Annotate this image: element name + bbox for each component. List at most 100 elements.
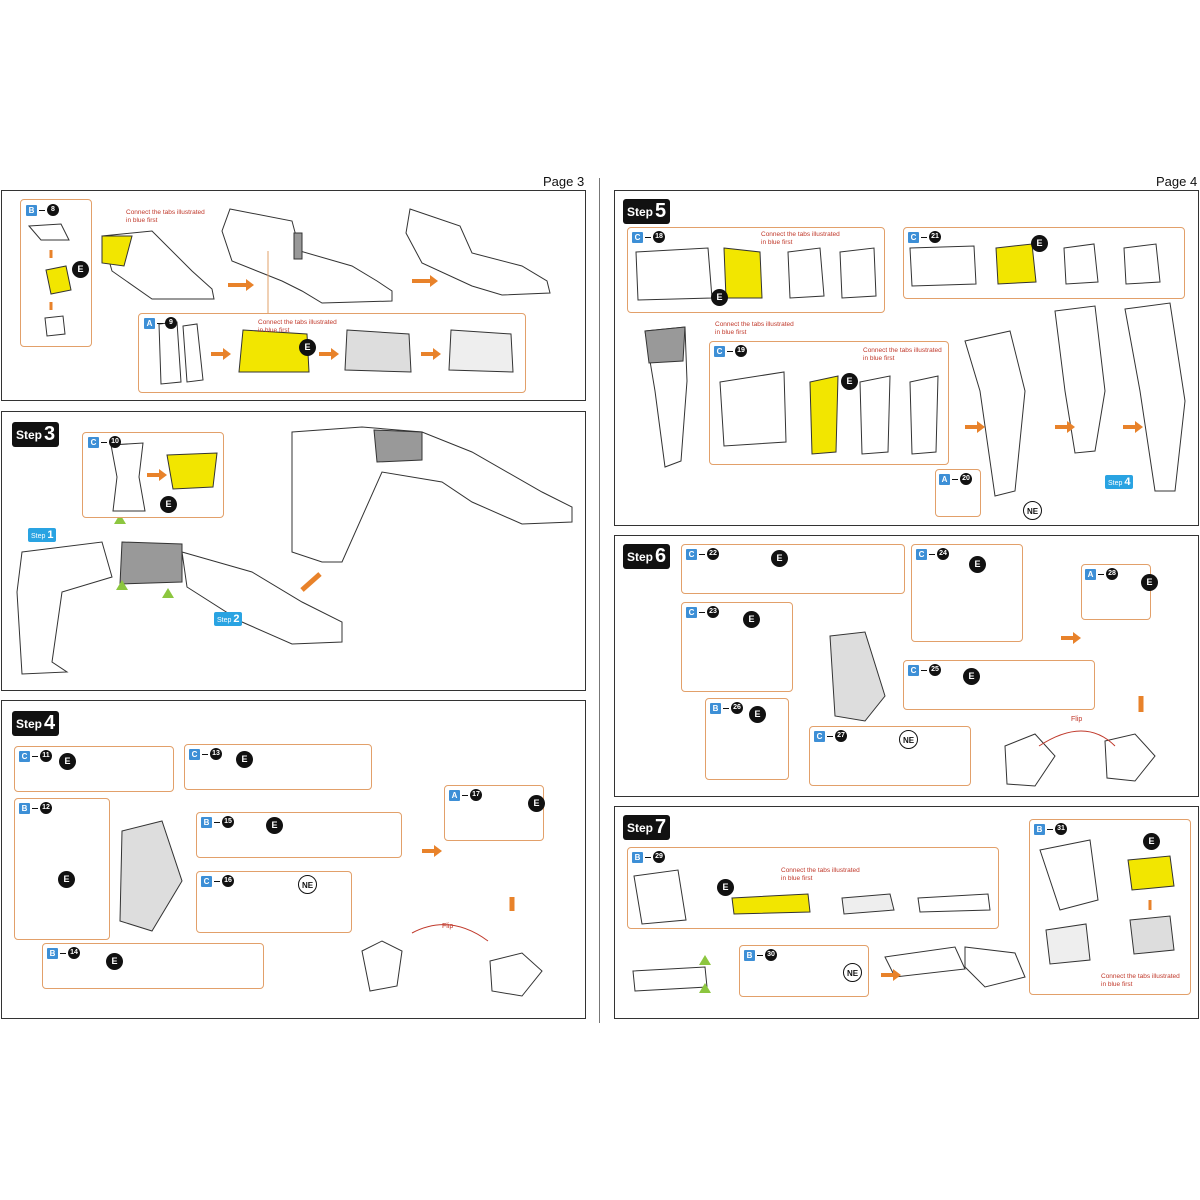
glue-e-badge: E <box>743 611 760 628</box>
sheet-letter: B <box>632 851 643 863</box>
left-hand-illustration <box>119 820 543 997</box>
part-tag-24: C 24 <box>916 548 949 560</box>
glue-e-badge: E <box>841 373 858 390</box>
part-number: 23 <box>707 606 719 618</box>
sheet-letter: B <box>744 949 755 961</box>
glue-e-badge: E <box>528 795 545 812</box>
glue-e-badge: E <box>963 668 980 685</box>
part-number: 11 <box>40 750 52 762</box>
no-glue-ne-badge: NE <box>843 963 862 982</box>
part-number: 9 <box>165 317 177 329</box>
glue-e-badge: E <box>969 556 986 573</box>
glue-e-badge: E <box>236 751 253 768</box>
part-tag-23: C 23 <box>686 606 719 618</box>
step-ref-number: 4 <box>1124 476 1131 488</box>
glue-e-badge: E <box>1143 833 1160 850</box>
sheet-letter: C <box>714 345 725 357</box>
leg-illustration <box>101 208 551 313</box>
glue-e-badge: E <box>299 339 316 356</box>
glue-e-badge: E <box>58 871 75 888</box>
step-number: 5 <box>655 200 667 222</box>
glue-e-badge: E <box>711 289 728 306</box>
connect-tabs-note: Connect the tabs illustrated in blue fir… <box>126 209 205 224</box>
glue-e-badge: E <box>106 953 123 970</box>
sheet-letter: C <box>632 231 643 243</box>
connect-tabs-note: Connect the tabs illustrated in blue fir… <box>761 231 840 246</box>
sheet-letter: B <box>47 947 58 959</box>
part-number: 20 <box>960 473 972 485</box>
sheet-letter: C <box>916 548 927 560</box>
part-number: 16 <box>222 875 234 887</box>
connect-tabs-note: Connect the tabs illustrated in blue fir… <box>781 867 860 882</box>
sheet-letter: A <box>144 317 155 329</box>
callout-part-9 <box>138 313 526 393</box>
sheet-letter: C <box>88 436 99 448</box>
flip-label: Flip <box>442 923 454 930</box>
sheet-letter: C <box>686 606 697 618</box>
part-number: 8 <box>47 204 59 216</box>
callout-part-18 <box>627 227 885 313</box>
callout-part-27 <box>809 726 971 786</box>
sheet-letter: A <box>449 789 460 801</box>
callout-part-12 <box>14 798 110 940</box>
sheet-letter: B <box>710 702 721 714</box>
part-tag-17: A 17 <box>449 789 482 801</box>
part-tag-12: B 12 <box>19 802 52 814</box>
no-glue-ne-badge: NE <box>1023 501 1042 520</box>
part-number: 18 <box>653 231 665 243</box>
page-number-right: Page 4 <box>1156 174 1198 189</box>
callout-part-24 <box>911 544 1023 642</box>
glue-e-badge: E <box>717 879 734 896</box>
callout-part-19 <box>709 341 949 465</box>
step-number: 7 <box>655 816 667 838</box>
glue-e-badge: E <box>266 817 283 834</box>
callout-part-17 <box>444 785 544 841</box>
part-tag-16: C 16 <box>201 875 234 887</box>
part-tag-19: C 19 <box>714 345 747 357</box>
part-tag-20: A 20 <box>939 473 972 485</box>
step-1-reference: Step 1 <box>28 528 57 542</box>
part-number: 31 <box>1055 823 1067 835</box>
step-label: Step <box>627 550 654 564</box>
part-number: 17 <box>470 789 482 801</box>
sheet-letter: C <box>814 730 825 742</box>
part-tag-21: C 21 <box>908 231 941 243</box>
sheet-letter: C <box>686 548 697 560</box>
part-number: 12 <box>40 802 52 814</box>
legs-joined-illustration <box>16 426 573 675</box>
glue-e-badge: E <box>1141 574 1158 591</box>
part-number: 24 <box>937 548 949 560</box>
sheet-letter: A <box>939 473 950 485</box>
sheet-letter: C <box>189 748 200 760</box>
no-glue-ne-badge: NE <box>899 730 918 749</box>
sheet-letter: B <box>26 204 37 216</box>
step-number: 6 <box>655 545 667 567</box>
part-number: 21 <box>929 231 941 243</box>
part-number: 14 <box>68 947 80 959</box>
part-number: 19 <box>735 345 747 357</box>
sheet-letter: B <box>19 802 30 814</box>
step-label: Step <box>627 205 654 219</box>
page-divider <box>599 178 600 1023</box>
connect-tabs-note: Connect the tabs illustrated in blue fir… <box>863 347 942 362</box>
part-number: 28 <box>1106 568 1118 580</box>
step-ref-number: 1 <box>47 529 54 541</box>
sheet-letter: C <box>201 875 212 887</box>
sheet-letter: C <box>908 231 919 243</box>
glue-e-badge: E <box>771 550 788 567</box>
